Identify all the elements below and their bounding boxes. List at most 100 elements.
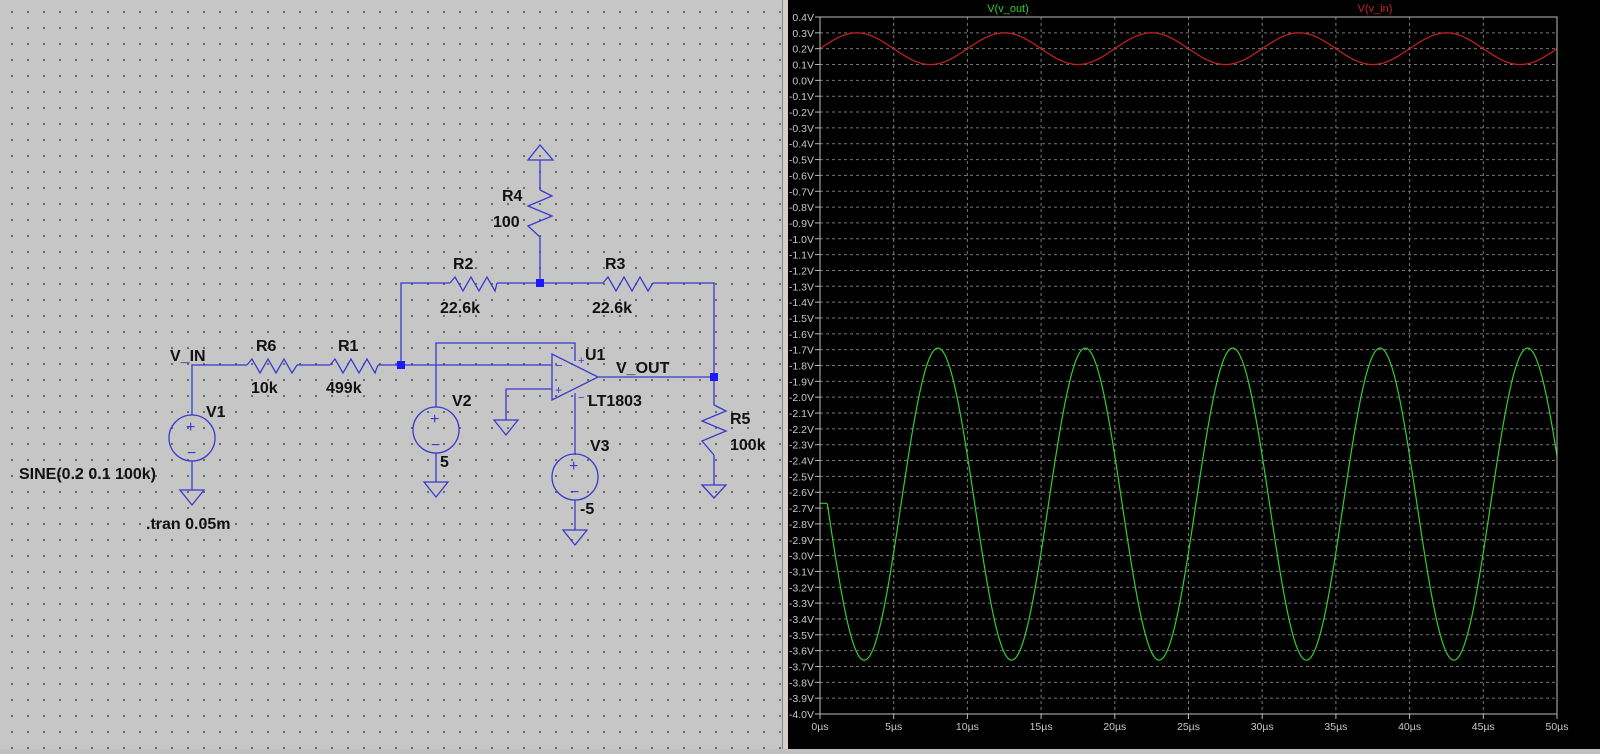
y-tick-label: -0.3V xyxy=(789,123,814,135)
y-tick-label: -3.9V xyxy=(789,693,814,705)
voltage-source-v3[interactable]: + − xyxy=(551,453,599,501)
resistor-r6[interactable] xyxy=(246,357,298,375)
voltage-source-v1[interactable]: + − xyxy=(168,414,216,462)
x-tick-label: 35µs xyxy=(1324,721,1347,733)
schematic-editor[interactable]: + − + − + − − + + − V_IN V_OUT V1 SINE(0… xyxy=(0,0,782,749)
r4-name[interactable]: R4 xyxy=(502,188,523,205)
junction-dot xyxy=(397,361,405,369)
u1-name[interactable]: U1 xyxy=(585,347,606,364)
x-tick-label: 0µs xyxy=(811,721,828,733)
resistor-r1[interactable] xyxy=(329,357,379,375)
resistor-r2[interactable] xyxy=(449,275,498,293)
y-tick-label: -3.8V xyxy=(789,677,814,689)
ground-icon xyxy=(492,419,520,437)
noninverting-input-icon: + xyxy=(555,383,562,397)
y-tick-label: -2.3V xyxy=(789,440,814,452)
voltage-source-v2[interactable]: + − xyxy=(412,406,460,454)
y-tick-label: -2.2V xyxy=(789,424,814,436)
v3-value[interactable]: -5 xyxy=(580,501,594,518)
y-tick-label: -1.7V xyxy=(789,345,814,357)
v2-name[interactable]: V2 xyxy=(452,393,472,410)
y-tick-label: -3.1V xyxy=(789,566,814,578)
ground-icon xyxy=(178,489,206,507)
vminus-pin-icon: − xyxy=(578,392,584,404)
r5-value[interactable]: 100k xyxy=(730,437,766,454)
y-tick-label: -3.5V xyxy=(789,630,814,642)
junction-dot xyxy=(710,373,718,381)
y-tick-label: 0.2V xyxy=(792,44,814,56)
resistor-r4[interactable] xyxy=(526,189,554,238)
v3-name[interactable]: V3 xyxy=(590,438,610,455)
wires xyxy=(191,160,715,530)
r6-name[interactable]: R6 xyxy=(256,338,277,355)
net-label-vout[interactable]: V_OUT xyxy=(616,360,670,377)
legend-vout[interactable]: V(v_out) xyxy=(987,3,1029,15)
y-tick-label: -3.0V xyxy=(789,551,814,563)
plot-frame xyxy=(819,16,1558,715)
y-tick-label: -1.3V xyxy=(789,281,814,293)
y-tick-label: -1.4V xyxy=(789,297,814,309)
y-tick-label: -0.4V xyxy=(789,139,814,151)
waveform-plot[interactable]: V(v_out) V(v_in) 0.4V0.3V0.2V0.1V0.0V-0.… xyxy=(788,0,1600,749)
vplus-pin-icon: + xyxy=(578,355,584,367)
x-tick-label: 25µs xyxy=(1177,721,1200,733)
plus-icon: + xyxy=(186,419,195,436)
schematic-canvas[interactable]: + − + − + − − + + − V_IN V_OUT V1 SINE(0… xyxy=(0,0,782,749)
y-tick-label: -0.2V xyxy=(789,107,814,119)
trace-vv_in[interactable] xyxy=(819,32,1558,66)
tran-directive[interactable]: .tran 0.05m xyxy=(146,516,230,533)
minus-icon: − xyxy=(570,484,579,501)
resistor-r5[interactable] xyxy=(700,404,728,456)
x-tick-label: 50µs xyxy=(1546,721,1569,733)
x-tick-label: 20µs xyxy=(1103,721,1126,733)
r2-name[interactable]: R2 xyxy=(453,256,474,273)
r1-name[interactable]: R1 xyxy=(338,338,359,355)
r3-value[interactable]: 22.6k xyxy=(592,300,632,317)
u1-value[interactable]: LT1803 xyxy=(588,393,642,410)
y-tick-label: -3.4V xyxy=(789,614,814,626)
x-tick-label: 10µs xyxy=(956,721,979,733)
y-tick-label: -1.6V xyxy=(789,329,814,341)
x-tick-label: 15µs xyxy=(1030,721,1053,733)
v1-value[interactable]: SINE(0.2 0.1 100k) xyxy=(19,466,156,483)
opamp-u1[interactable]: − + + − xyxy=(551,352,600,404)
v1-name[interactable]: V1 xyxy=(206,404,226,421)
y-tick-label: 0.1V xyxy=(792,60,814,72)
y-tick-label: -2.5V xyxy=(789,471,814,483)
y-tick-label: -2.1V xyxy=(789,408,814,420)
r1-value[interactable]: 499k xyxy=(326,380,362,397)
y-tick-label: -1.8V xyxy=(789,361,814,373)
legend-vin[interactable]: V(v_in) xyxy=(1358,3,1393,15)
y-tick-label: -3.6V xyxy=(789,646,814,658)
minus-icon: − xyxy=(431,437,440,454)
y-tick-label: -0.9V xyxy=(789,218,814,230)
y-tick-label: -0.1V xyxy=(789,91,814,103)
r6-value[interactable]: 10k xyxy=(251,380,278,397)
trace-vv_out[interactable] xyxy=(820,347,1558,661)
r2-value[interactable]: 22.6k xyxy=(440,300,480,317)
y-tick-label: -2.9V xyxy=(789,535,814,547)
minus-icon: − xyxy=(187,445,196,462)
net-label-vin[interactable]: V_IN xyxy=(170,348,206,365)
y-tick-label: -2.6V xyxy=(789,487,814,499)
y-tick-label: -1.0V xyxy=(789,234,814,246)
y-tick-label: -0.8V xyxy=(789,202,814,214)
r3-name[interactable]: R3 xyxy=(605,256,626,273)
r4-value[interactable]: 100 xyxy=(493,214,520,231)
y-tick-label: -2.8V xyxy=(789,519,814,531)
y-tick-label: -4.0V xyxy=(789,709,814,721)
x-tick-label: 30µs xyxy=(1251,721,1274,733)
y-tick-label: -1.2V xyxy=(789,265,814,277)
inverting-input-icon: − xyxy=(555,358,563,373)
y-tick-label: -1.9V xyxy=(789,376,814,388)
y-tick-label: -0.5V xyxy=(789,155,814,167)
y-tick-label: -2.0V xyxy=(789,392,814,404)
resistor-r3[interactable] xyxy=(602,275,654,293)
r5-name[interactable]: R5 xyxy=(730,411,751,428)
y-tick-label: -3.7V xyxy=(789,661,814,673)
junction-dot xyxy=(536,279,544,287)
x-tick-label: 40µs xyxy=(1398,721,1421,733)
v2-value[interactable]: 5 xyxy=(440,454,449,471)
x-tick-label: 45µs xyxy=(1472,721,1495,733)
